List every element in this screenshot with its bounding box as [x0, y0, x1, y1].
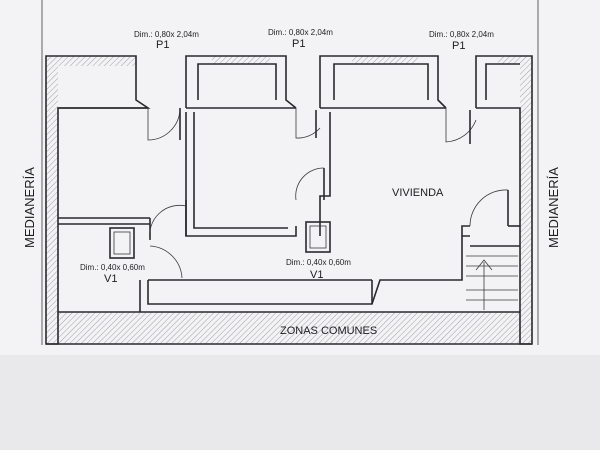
party-wall-label-left: MEDIANERÍA	[22, 167, 37, 248]
door-dim-3: Dim.: 0,80x 2,04m	[429, 30, 494, 39]
zone-label-zonas-comunes: ZONAS COMUNES	[280, 325, 377, 337]
door-dim-1: Dim.: 0,80x 2,04m	[134, 30, 199, 39]
stairs	[466, 255, 518, 310]
door-tag-3: P1	[452, 40, 465, 52]
window-v1-center	[305, 221, 331, 253]
paper-shadow	[0, 355, 600, 450]
window-tag-1: V1	[104, 273, 117, 285]
door-swings	[147, 107, 509, 279]
door-dim-2: Dim.: 0,80x 2,04m	[268, 28, 333, 37]
paper-sheet	[0, 0, 600, 355]
window-dim-1: Dim.: 0,40x 0,60m	[80, 263, 145, 272]
party-wall-label-right: MEDIANERÍA	[546, 167, 561, 248]
door-tag-2: P1	[292, 38, 305, 50]
room-label-vivienda: VIVIENDA	[392, 187, 444, 199]
window-dim-2: Dim.: 0,40x 0,60m	[286, 258, 351, 267]
outer-walls	[45, 55, 533, 345]
wall-hatching	[46, 56, 532, 344]
window-tag-2: V1	[310, 269, 323, 281]
party-wall-lines	[41, 0, 539, 345]
window-v1-left	[109, 227, 135, 259]
interior-walls	[58, 112, 520, 312]
door-tag-1: P1	[156, 39, 169, 51]
